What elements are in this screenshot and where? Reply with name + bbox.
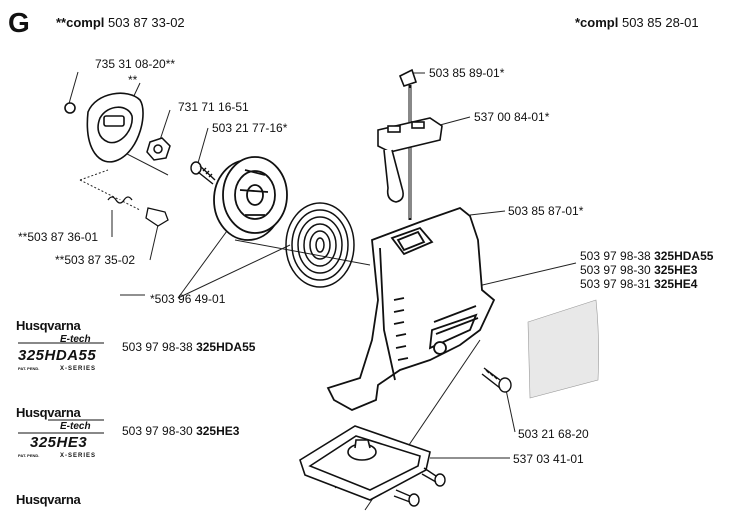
bolt-right-drawing bbox=[481, 367, 512, 393]
decal-number-3: 503 97 98-31 bbox=[580, 277, 651, 291]
part-label-503-87-36-01: **503 87 36-01 bbox=[18, 230, 99, 244]
part-label-double-asterisk: ** bbox=[128, 73, 138, 87]
decal-number-1: 503 97 98-38 bbox=[580, 249, 651, 263]
bolt-bottom-drawing bbox=[393, 467, 446, 507]
decal-label-1: 503 97 98-38 325HDA55 bbox=[122, 340, 255, 354]
base-plate-drawing bbox=[299, 425, 431, 501]
decal-label-2: 503 97 98-30 325HE3 bbox=[122, 424, 239, 438]
part-label-503-21-68-20: 503 21 68-20 bbox=[518, 427, 589, 441]
brand-decal-2-patent: PAT. PEND. bbox=[18, 453, 40, 458]
header-left-prefix: **compl bbox=[56, 15, 105, 30]
header-right-number: 503 85 28-01 bbox=[621, 15, 699, 30]
decal-sheet-drawing bbox=[527, 299, 599, 399]
decal-model-2: 325HE3 bbox=[654, 263, 698, 277]
leader-line-p13 bbox=[504, 384, 516, 433]
brand-decal-1-husqvarna: Husqvarna bbox=[16, 318, 81, 333]
brand-decal-1-series: X-SERIES bbox=[60, 366, 97, 372]
pulley-wheel-drawing bbox=[213, 156, 288, 241]
part-label-decal-325hda55: 503 97 98-38 325HDA55 bbox=[580, 249, 713, 263]
brand-decal-2-etech: E-tech bbox=[60, 421, 91, 432]
decal-model-1: 325HDA55 bbox=[654, 249, 714, 263]
recoil-spring-drawing bbox=[285, 202, 355, 288]
header-right-compl: *compl 503 85 28-01 bbox=[575, 15, 699, 30]
decal-label-2-model: 325HE3 bbox=[196, 424, 240, 438]
decal-label-1-number: 503 97 98-38 bbox=[122, 340, 193, 354]
part-label-503-87-35-02: **503 87 35-02 bbox=[55, 253, 136, 267]
leader-line-p5 bbox=[439, 116, 471, 126]
nut-drawing bbox=[146, 137, 171, 161]
leader-dashed bbox=[79, 169, 141, 211]
decal-label-1-model: 325HDA55 bbox=[196, 340, 256, 354]
part-label-503-96-49-01: *503 96 49-01 bbox=[150, 292, 226, 306]
starter-handle-drawing bbox=[377, 68, 443, 220]
pulley-cover-drawing bbox=[64, 92, 144, 163]
part-label-503-21-77-16: 503 21 77-16* bbox=[212, 121, 288, 135]
leader-line-p8 bbox=[149, 224, 159, 261]
decal-label-2-number: 503 97 98-30 bbox=[122, 424, 193, 438]
part-label-503-85-89-01: 503 85 89-01* bbox=[429, 66, 505, 80]
brand-decal-1-patent: PAT. PEND. bbox=[18, 366, 40, 371]
header-left-number: 503 87 33-02 bbox=[108, 15, 185, 30]
header-right-prefix: *compl bbox=[575, 15, 619, 30]
brand-decal-1-etech: E-tech bbox=[60, 334, 91, 345]
part-label-503-85-87-01: 503 85 87-01* bbox=[508, 204, 584, 218]
starter-housing-drawing bbox=[326, 206, 496, 411]
decal-number-2: 503 97 98-30 bbox=[580, 263, 651, 277]
screw-drawing bbox=[190, 161, 216, 185]
part-label-537-03-41-01: 537 03 41-01 bbox=[513, 452, 584, 466]
header-left-compl: **compl 503 87 33-02 bbox=[56, 15, 185, 30]
part-label-731-71-16-51: 731 71 16-51 bbox=[178, 100, 249, 114]
decal-model-3: 325HE4 bbox=[654, 277, 698, 291]
pawl-spring-drawing bbox=[107, 196, 169, 227]
brand-decal-2-series: X-SERIES bbox=[60, 453, 97, 459]
brand-decal-1-rules bbox=[18, 342, 104, 344]
leader-line-p2 bbox=[159, 109, 171, 141]
leader-connect-spring bbox=[177, 219, 371, 299]
part-label-decal-325he4: 503 97 98-31 325HE4 bbox=[580, 277, 697, 291]
brand-decal-2-rules bbox=[18, 419, 104, 434]
brand-decal-2-model: 325HE3 bbox=[30, 434, 88, 451]
part-label-735-31-08-20: 735 31 08-20** bbox=[95, 57, 176, 71]
brand-decal-1-model: 325HDA55 bbox=[18, 347, 97, 364]
section-letter: G bbox=[8, 7, 30, 38]
leader-line-p6 bbox=[469, 210, 506, 216]
part-label-537-00-84-01: 537 00 84-01* bbox=[474, 110, 550, 124]
part-label-decal-325he3: 503 97 98-30 325HE3 bbox=[580, 263, 697, 277]
brand-decal-3-husqvarna: Husqvarna bbox=[16, 492, 81, 507]
brand-decal-2-husqvarna: Husqvarna bbox=[16, 405, 81, 420]
